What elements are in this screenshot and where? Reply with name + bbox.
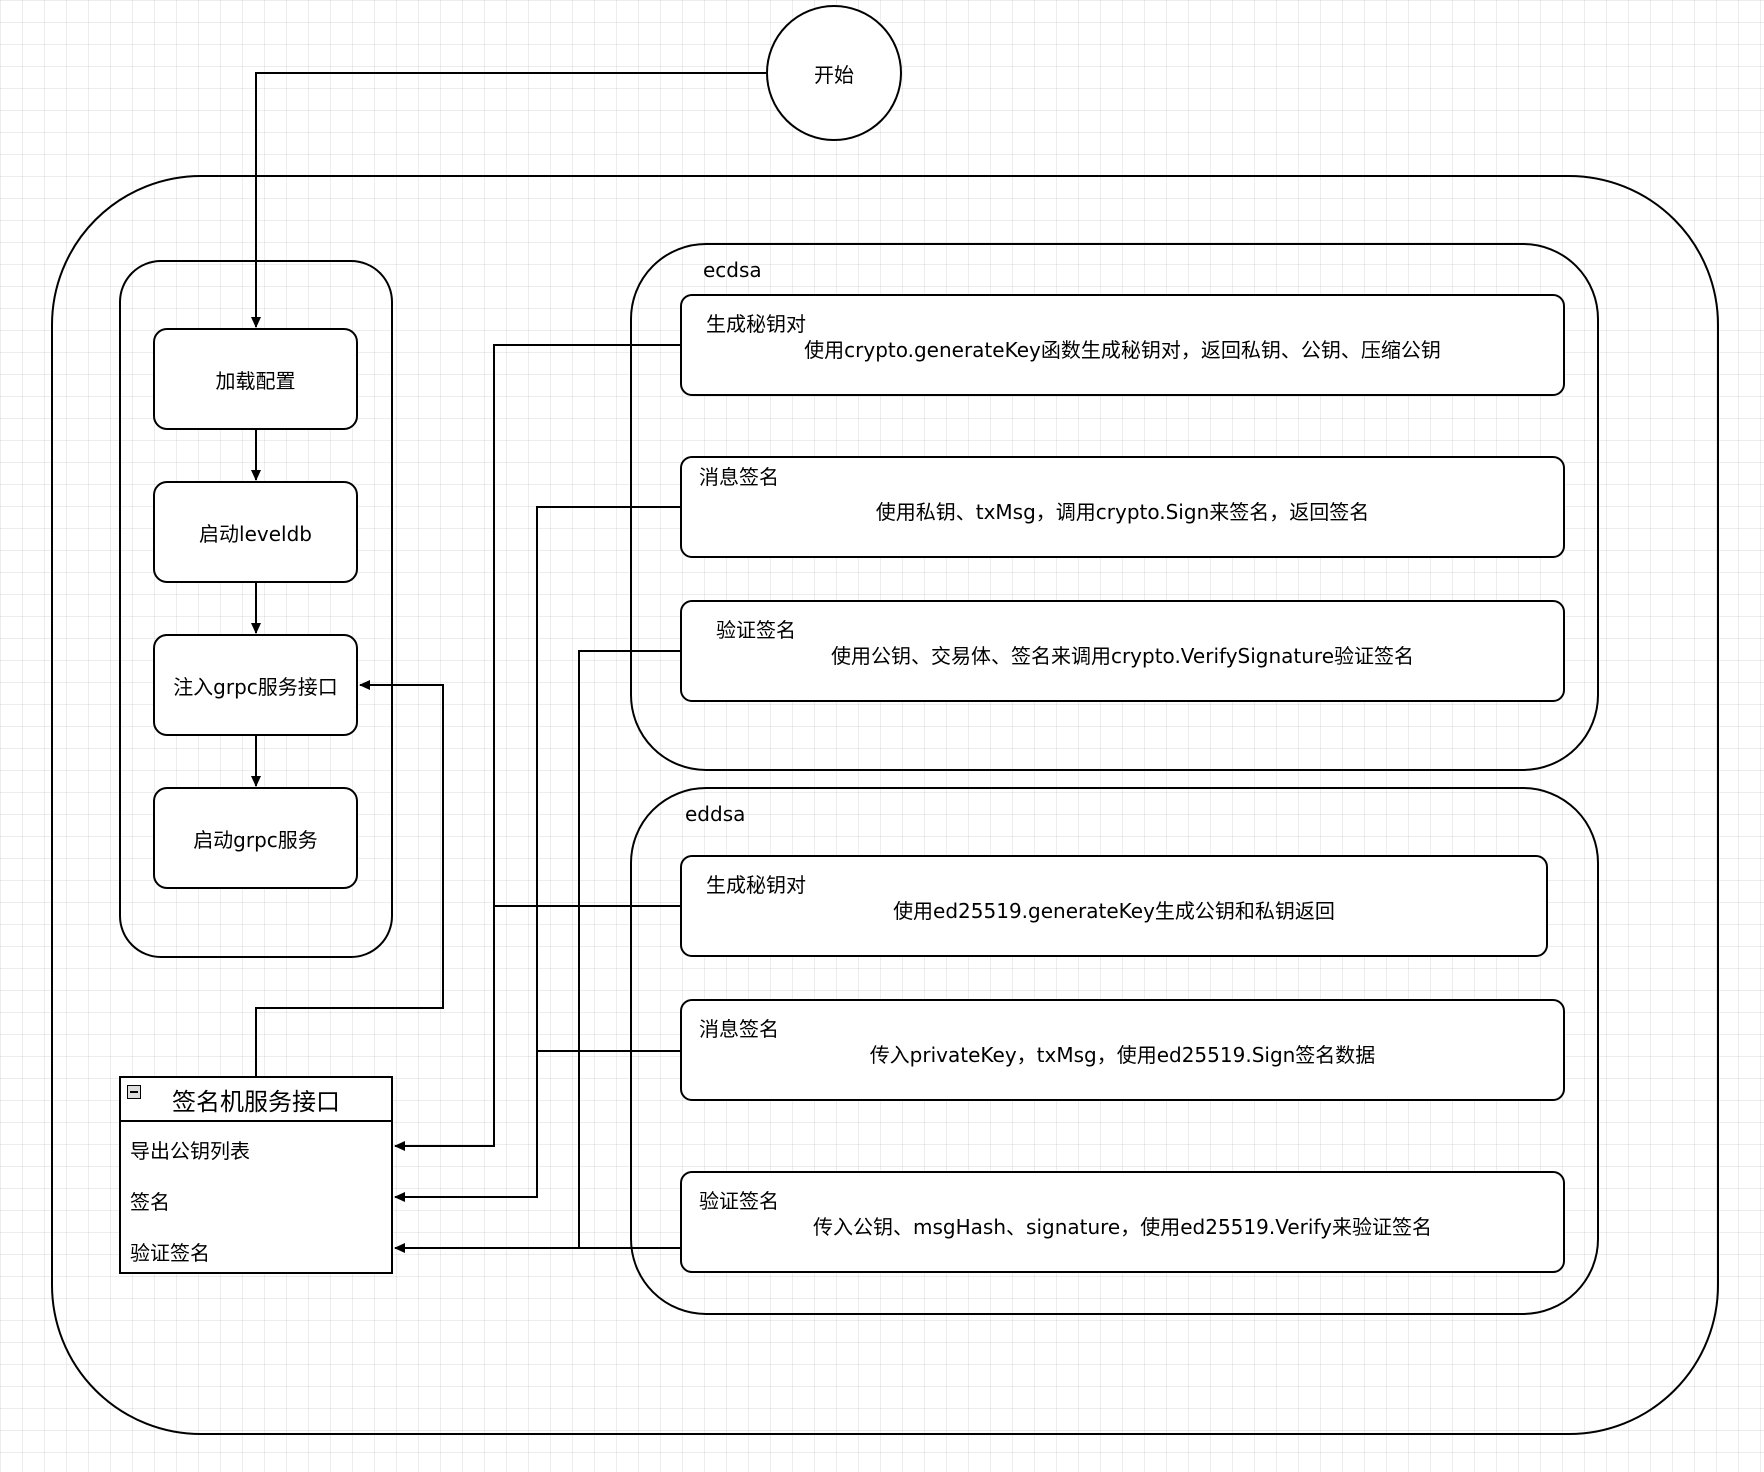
ecdsa-verify-desc: 使用公钥、交易体、签名来调用crypto.VerifySignature验证签名	[830, 644, 1415, 668]
ecdsa-title: ecdsa	[703, 258, 762, 282]
step-load-config-label: 加载配置	[215, 368, 296, 393]
eddsa-verify-desc: 传入公钥、msgHash、signature，使用ed25519.Verify来…	[813, 1215, 1432, 1239]
eddsa-verify-title: 验证签名	[699, 1189, 779, 1213]
start-label: 开始	[814, 62, 854, 87]
edge-start-to-load-config	[251, 72, 766, 328]
ecdsa-keygen-desc: 使用crypto.generateKey函数生成秘钥对，返回私钥、公钥、压缩公钥	[804, 338, 1441, 362]
start-node[interactable]: 开始	[766, 5, 902, 141]
eddsa-title: eddsa	[685, 802, 746, 826]
eddsa-verify-box[interactable]: 验证签名 传入公钥、msgHash、signature，使用ed25519.Ve…	[680, 1171, 1565, 1273]
collapse-icon[interactable]	[127, 1085, 141, 1099]
ecdsa-sign-box[interactable]: 消息签名 使用私钥、txMsg，调用crypto.Sign来签名，返回签名	[680, 456, 1565, 558]
service-interface-header: 签名机服务接口	[121, 1078, 391, 1122]
edge-verify-to-verify	[578, 650, 681, 1248]
ecdsa-keygen-title: 生成秘钥对	[706, 312, 806, 336]
eddsa-keygen-box[interactable]: 生成秘钥对 使用ed25519.generateKey生成公钥和私钥返回	[680, 855, 1548, 957]
step-start-leveldb-label: 启动leveldb	[199, 521, 312, 546]
step-load-config[interactable]: 加载配置	[153, 328, 358, 430]
step-start-grpc-service-label: 启动grpc服务	[193, 827, 318, 852]
eddsa-sign-title: 消息签名	[699, 1017, 779, 1041]
ecdsa-sign-title: 消息签名	[699, 465, 779, 489]
ecdsa-sign-desc: 使用私钥、txMsg，调用crypto.Sign来签名，返回签名	[875, 500, 1370, 524]
step-start-leveldb[interactable]: 启动leveldb	[153, 481, 358, 583]
eddsa-sign-box[interactable]: 消息签名 传入privateKey，txMsg，使用ed25519.Sign签名…	[680, 999, 1565, 1101]
step-start-grpc-service[interactable]: 启动grpc服务	[153, 787, 358, 889]
interface-item-export-pubkeys[interactable]: 导出公钥列表	[130, 1139, 250, 1163]
interface-item-verify[interactable]: 验证签名	[130, 1241, 210, 1265]
ecdsa-verify-title: 验证签名	[716, 618, 796, 642]
service-interface-box[interactable]: 签名机服务接口 导出公钥列表 签名 验证签名	[119, 1076, 393, 1274]
eddsa-keygen-desc: 使用ed25519.generateKey生成公钥和私钥返回	[893, 899, 1335, 923]
edge-keygen-to-export	[394, 344, 681, 1151]
step-inject-grpc-interface-label: 注入grpc服务接口	[173, 674, 338, 699]
eddsa-keygen-title: 生成秘钥对	[706, 873, 806, 897]
eddsa-sign-desc: 传入privateKey，txMsg，使用ed25519.Sign签名数据	[869, 1043, 1376, 1067]
ecdsa-keygen-box[interactable]: 生成秘钥对 使用crypto.generateKey函数生成秘钥对，返回私钥、公…	[680, 294, 1565, 396]
step-inject-grpc-interface[interactable]: 注入grpc服务接口	[153, 634, 358, 736]
edge-interface-to-inject	[255, 680, 444, 1076]
service-interface-title: 签名机服务接口	[172, 1087, 340, 1116]
interface-item-sign[interactable]: 签名	[130, 1190, 170, 1214]
outer-container	[51, 175, 1719, 1435]
ecdsa-verify-box[interactable]: 验证签名 使用公钥、交易体、签名来调用crypto.VerifySignatur…	[680, 600, 1565, 702]
edge-sign-to-sign	[394, 506, 681, 1202]
